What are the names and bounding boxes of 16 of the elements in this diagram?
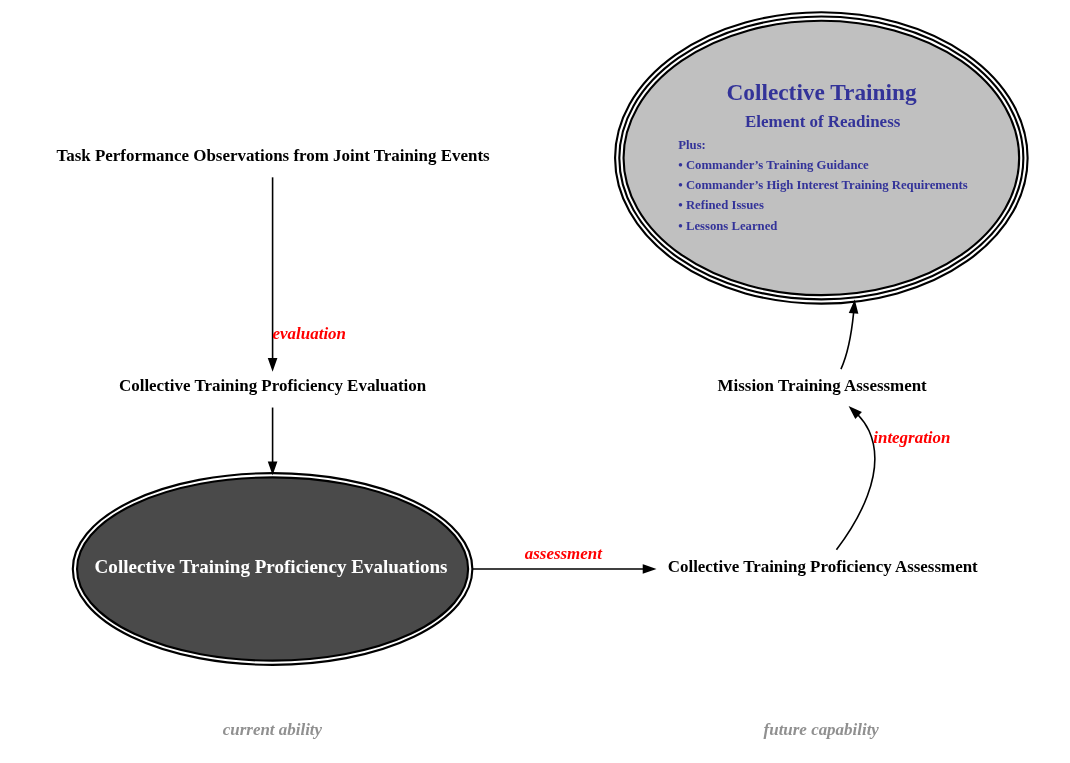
node-text: Task Performance Observations from Joint Training Events	[55, 145, 490, 165]
node-text: Collective Training Proficiency Evaluation	[118, 376, 426, 396]
node-text: Collective Training Proficiency Assessment	[667, 556, 978, 576]
node-ellipse: Collective Training Element of Readiness Plus: • Commander’s Training Guidance • Commander’s High Interest Training Requirements • Refined Issues • Lessons Learned	[613, 11, 1029, 305]
arrow	[267, 406, 277, 476]
edge-label: evaluation	[272, 324, 346, 344]
arrow	[839, 299, 858, 370]
node-text: Mission Training Assessment	[717, 376, 927, 396]
arrow	[267, 176, 277, 372]
arrow	[471, 564, 656, 574]
edge-label: integration	[872, 428, 950, 448]
node-ellipse: Collective Training Proficiency Evaluations	[71, 472, 473, 666]
label: current ability	[222, 719, 322, 739]
edge-label: assessment	[524, 544, 602, 564]
arrow	[835, 406, 875, 551]
label: future capability	[763, 719, 879, 739]
